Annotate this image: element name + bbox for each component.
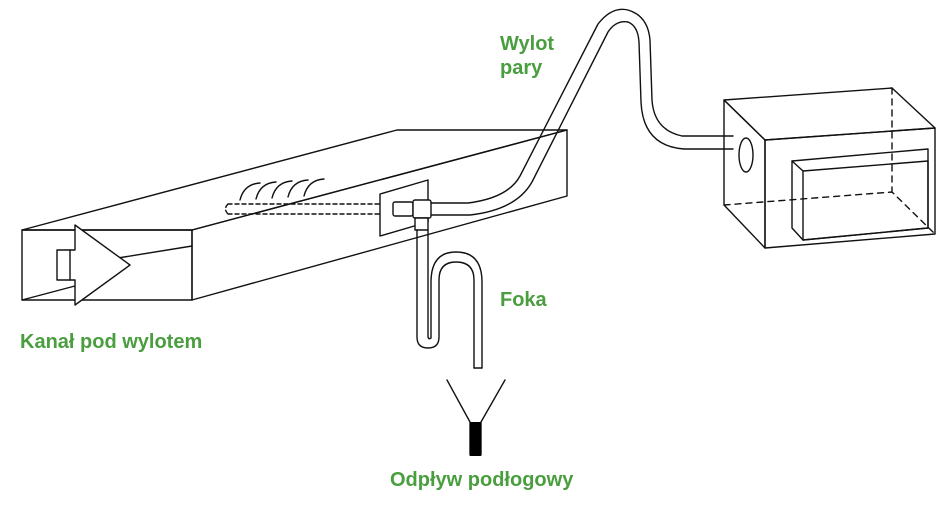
steam-plume-icon: [239, 178, 325, 201]
duct-top-face: [21, 129, 568, 231]
label-floor-drain: Odpływ podłogowy: [390, 469, 574, 491]
hose-port: [738, 137, 754, 173]
humidifier-unit: [723, 87, 936, 249]
duct-end-face: [21, 229, 193, 301]
label-steam-outlet-line2: pary: [500, 57, 543, 79]
label-steam-outlet: Wylot pary: [500, 32, 554, 80]
label-duct: Kanał pod wylotem: [20, 331, 203, 353]
floor-drain-icon: [446, 379, 506, 456]
steam-lance: [224, 203, 396, 215]
label-steam-outlet-line1: Wylot: [500, 33, 555, 55]
steam-hose: [430, 8, 734, 216]
airflow-arrow-icon: [56, 224, 131, 306]
label-trap: Foka: [500, 289, 547, 311]
lance-fitting: [392, 199, 432, 231]
condensate-trap: [416, 229, 483, 369]
air-duct: [21, 129, 568, 301]
drain-pipe: [470, 422, 481, 456]
duct-inner-edge-2: [117, 245, 193, 259]
humidifier-top: [723, 87, 936, 141]
humidifier-side: [723, 99, 766, 249]
